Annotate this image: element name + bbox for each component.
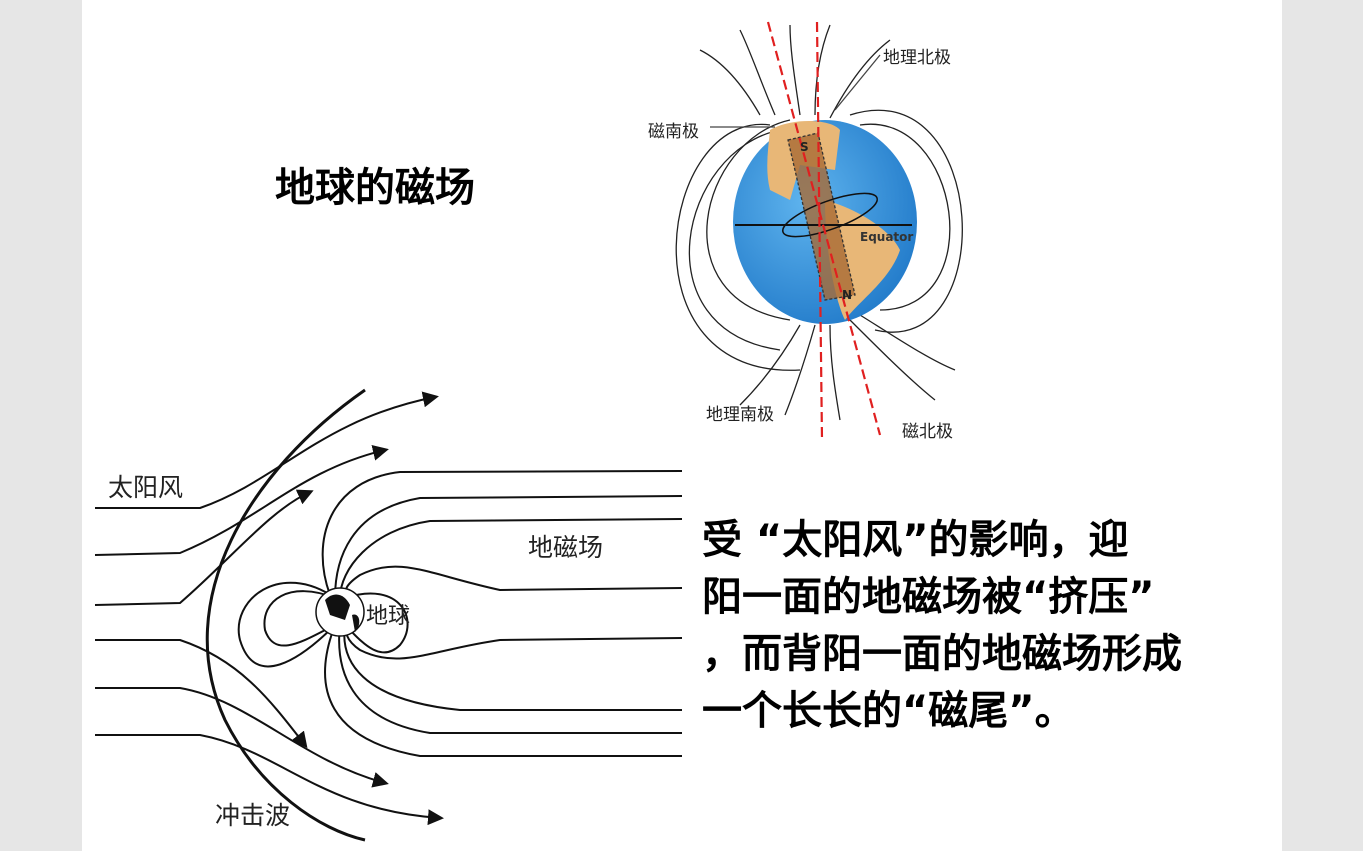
label-geomagnetic-field: 地磁场	[528, 533, 604, 562]
label-mag-north: 磁北极	[902, 422, 953, 442]
magnetosphere-diagram	[94, 388, 683, 842]
label-geo-south: 地理南极	[706, 405, 774, 425]
paragraph-line: 受 “太阳风”的影响，迎	[702, 517, 1129, 563]
label-geo-north: 地理北极	[883, 48, 951, 68]
slide-title: 地球的磁场	[275, 165, 475, 211]
label-shock-wave: 冲击波	[215, 801, 291, 830]
label-solar-wind: 太阳风	[108, 473, 184, 502]
body-paragraph: 受 “太阳风”的影响，迎 阳一面的地磁场被“挤压” ，而背阳一面的地磁场形成 一…	[702, 512, 1182, 740]
paragraph-line: ，而背阳一面的地磁场形成	[702, 631, 1182, 677]
paragraph-line: 一个长长的“磁尾”。	[702, 688, 1075, 734]
label-earth: 地球	[366, 604, 411, 629]
label-s: S	[800, 140, 809, 154]
label-mag-south: 磁南极	[648, 122, 699, 142]
label-n: N	[842, 288, 853, 302]
paragraph-line: 阳一面的地磁场被“挤压”	[702, 574, 1155, 620]
label-equator: Equator	[860, 230, 914, 244]
globe-diagram	[675, 21, 963, 441]
